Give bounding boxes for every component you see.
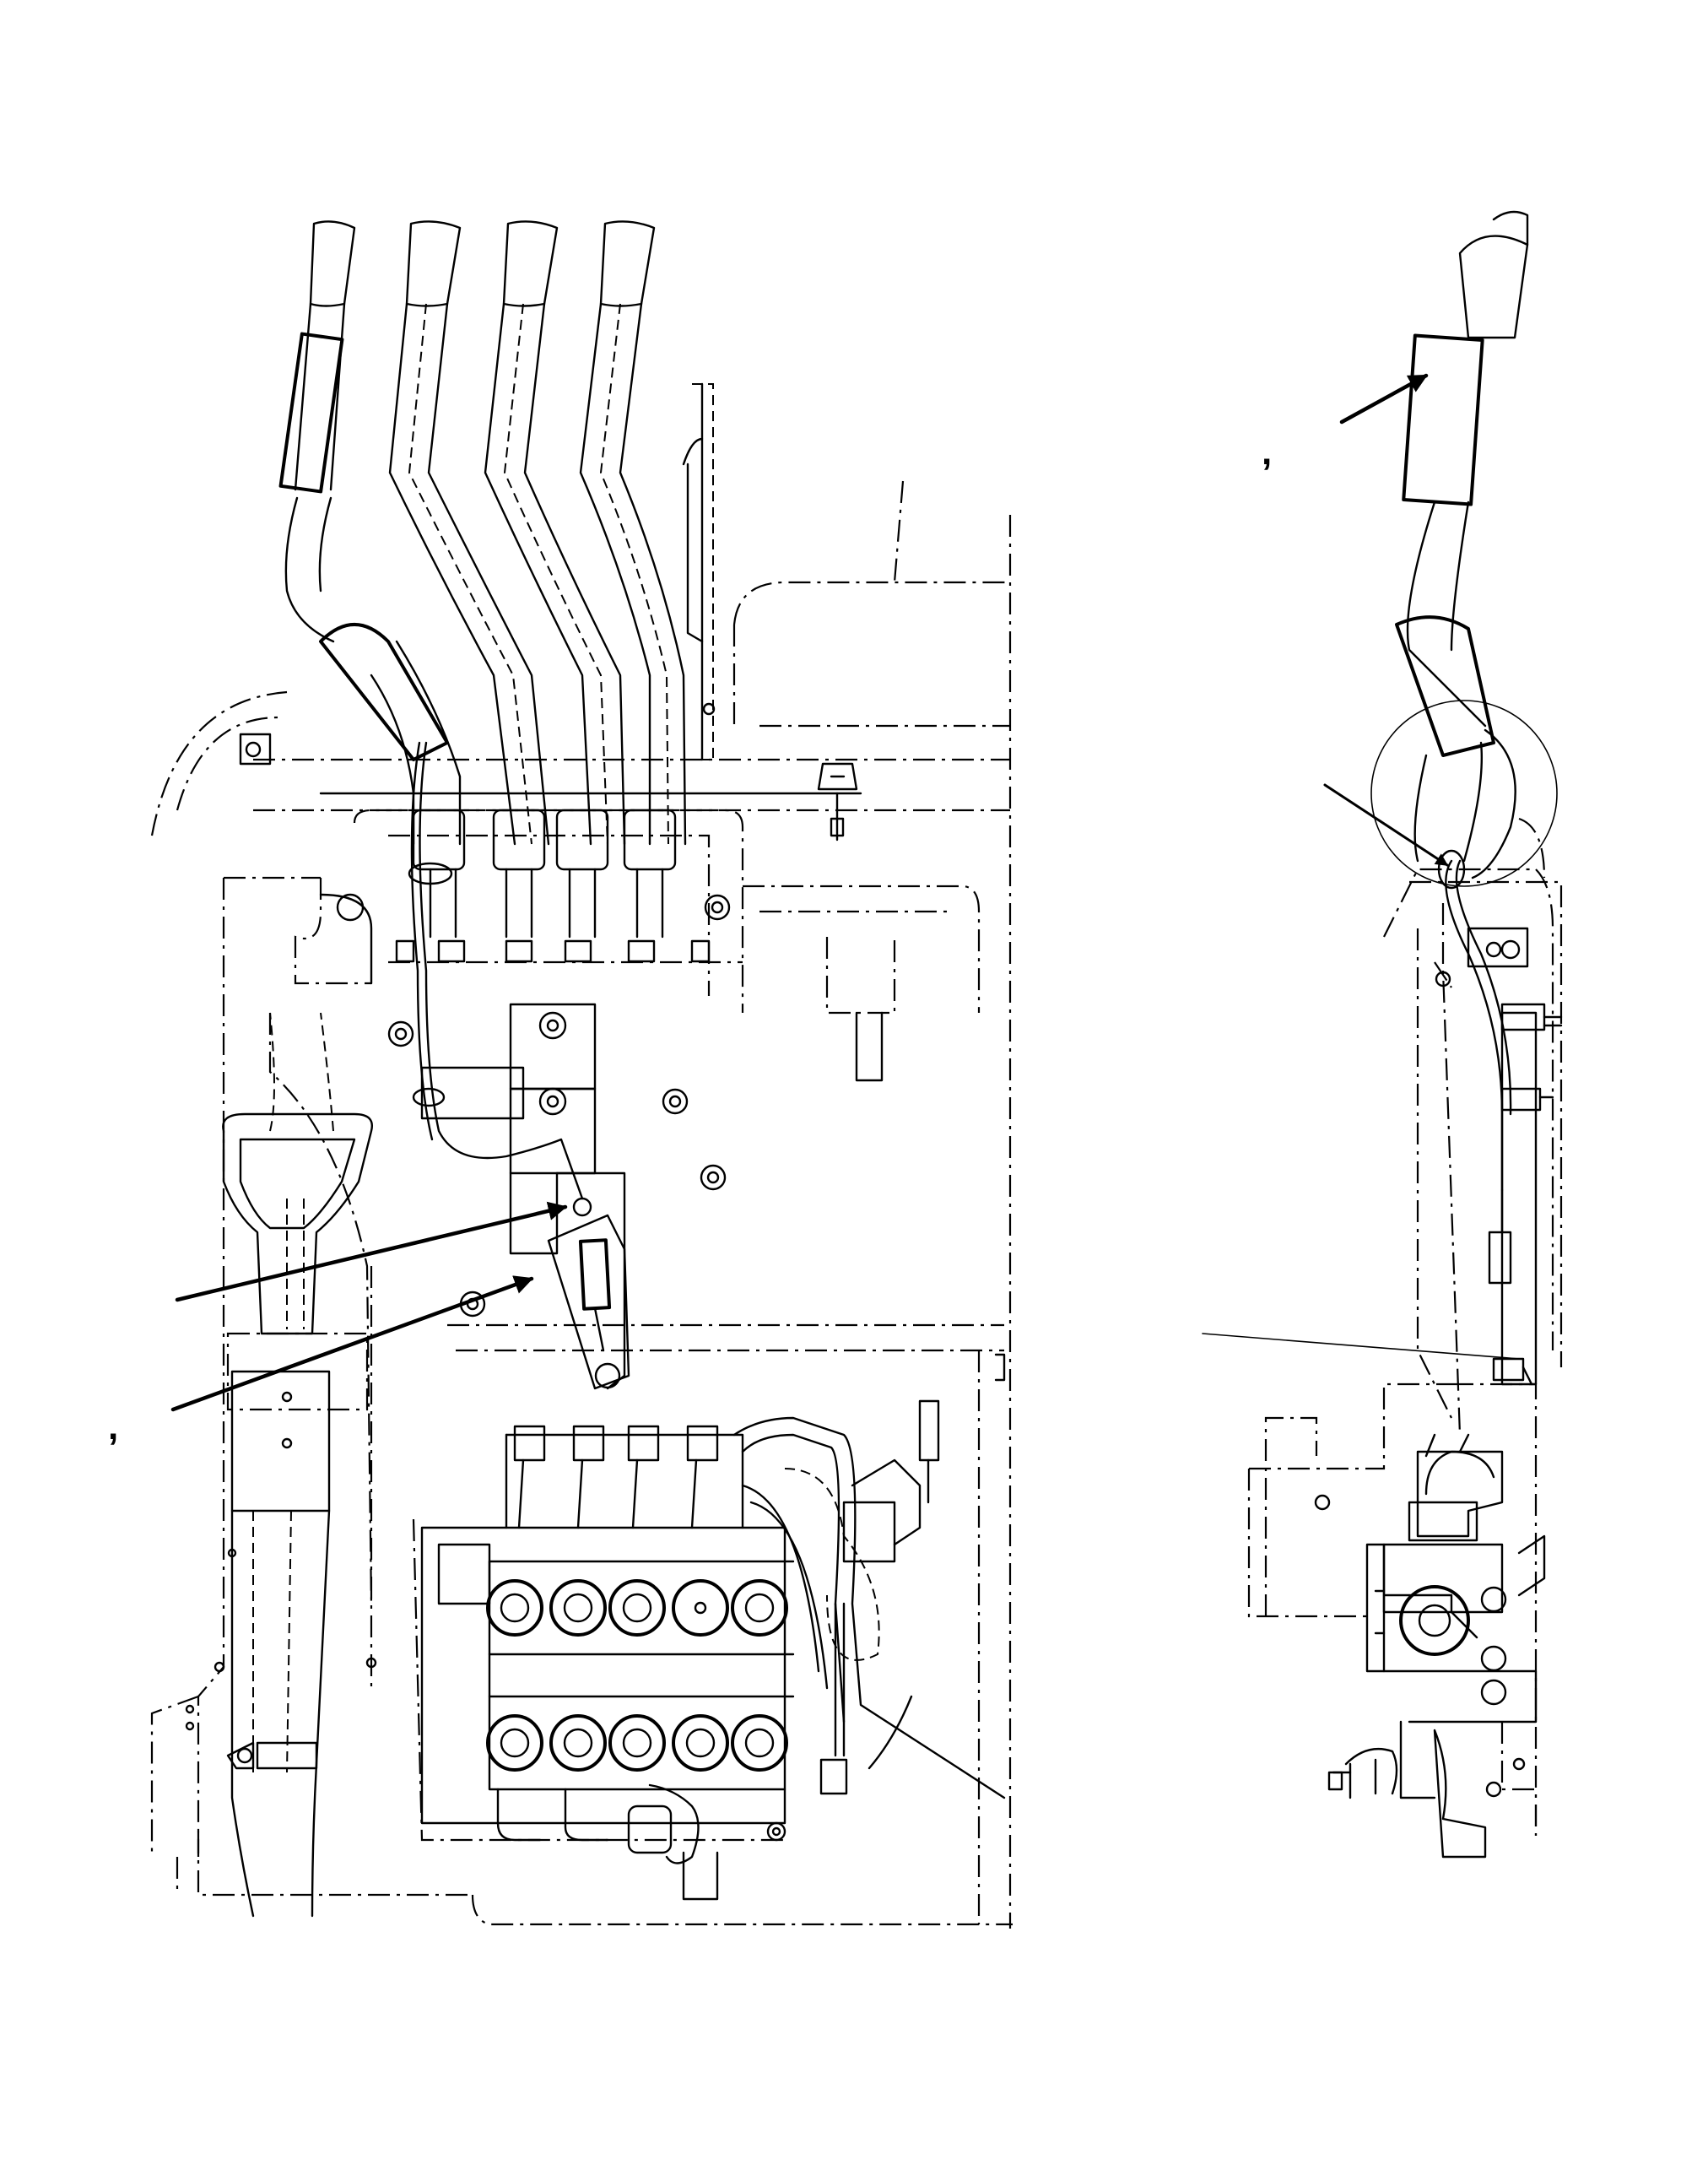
side-valve-body xyxy=(1365,1433,1546,1723)
hydraulic-hoses xyxy=(732,1399,1006,1799)
callout-side-upper: , xyxy=(1262,431,1272,473)
side-pointers xyxy=(1323,373,1449,867)
wire-harness xyxy=(408,741,584,1200)
control-valve-bank xyxy=(412,1425,795,1901)
pedal xyxy=(222,1012,373,1335)
callout-front-lower: , xyxy=(108,1406,118,1447)
lever-boots xyxy=(412,809,677,939)
side-lever-grip xyxy=(1370,210,1558,887)
mounting-bracket xyxy=(682,382,716,761)
front-pointers xyxy=(170,1201,568,1412)
hose-clamp xyxy=(817,762,858,841)
valve-spools-lower xyxy=(486,1714,788,1772)
side-view: , xyxy=(1202,210,1563,1859)
switch-bracket xyxy=(420,1003,626,1390)
valve-spools-upper xyxy=(486,1579,788,1637)
linkage-pins xyxy=(395,939,711,963)
control-levers xyxy=(278,220,687,846)
pedal-rod xyxy=(226,1332,369,1918)
proximity-switch xyxy=(547,1197,630,1390)
plate-bolts xyxy=(387,894,731,1318)
front-view: , xyxy=(108,220,1013,1929)
